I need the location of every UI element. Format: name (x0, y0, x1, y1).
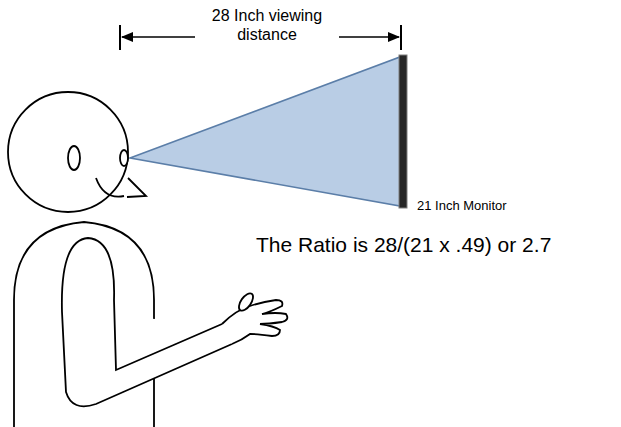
arm (62, 238, 232, 406)
hand (222, 300, 287, 344)
monitor-label: 21 Inch Monitor (417, 198, 507, 214)
eye (68, 146, 80, 170)
thumb (236, 291, 256, 313)
monitor (399, 55, 407, 208)
dimension-label: 28 Inch viewing distance (195, 6, 339, 44)
nose (127, 178, 146, 197)
smile (96, 178, 124, 197)
viewing-cone (130, 57, 400, 206)
eye (120, 150, 128, 166)
person-figure (8, 92, 287, 427)
head (8, 92, 128, 212)
ratio-note: The Ratio is 28/(21 x .49) or 2.7 (256, 232, 551, 257)
